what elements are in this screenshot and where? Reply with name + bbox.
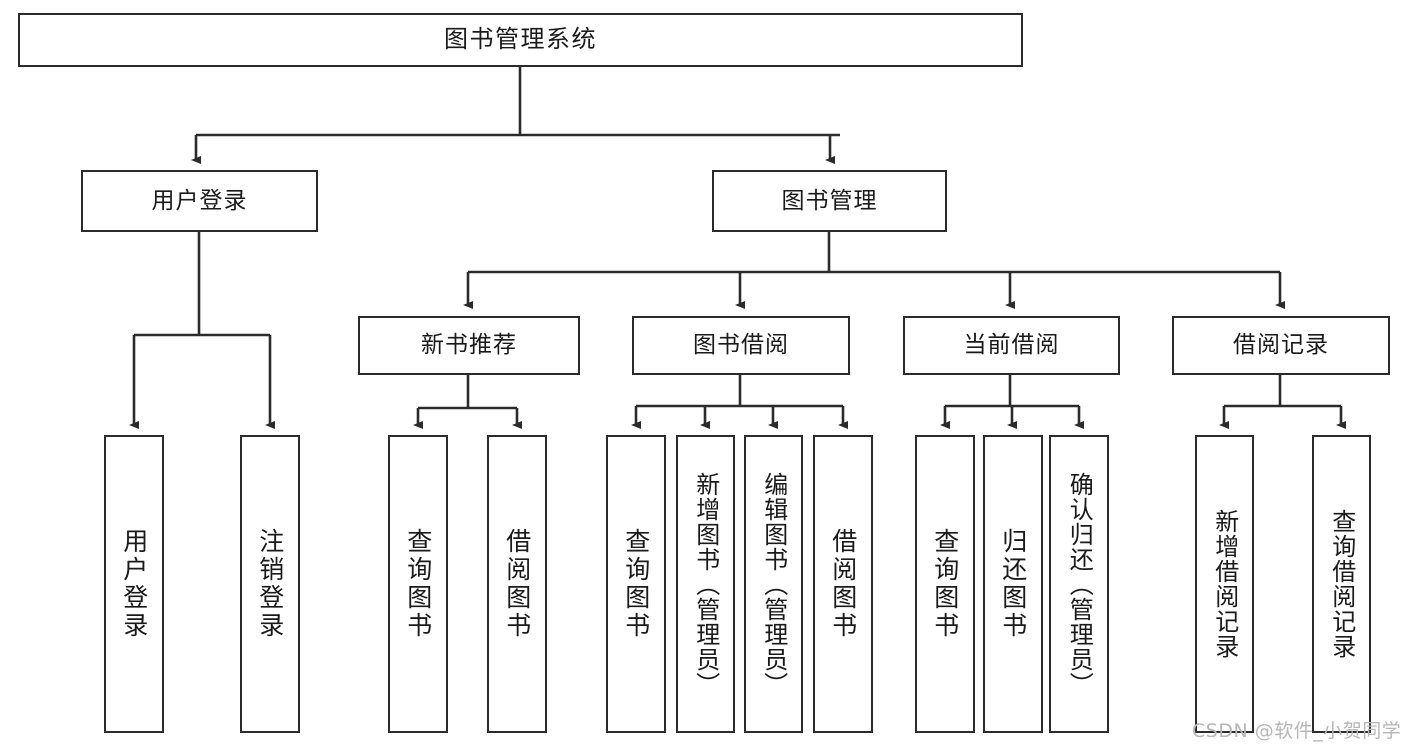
node-user-login-label: 用户登录 xyxy=(151,187,248,214)
leaf-user-login-logout[interactable]: 注销登录 xyxy=(240,435,300,733)
leaf-book-borrow-edit[interactable]: 编辑图书（管理员） xyxy=(744,435,803,733)
csdn-watermark: CSDN @软件_小贺同学 xyxy=(1192,720,1402,742)
leaf-label: 查询借阅记录 xyxy=(1327,509,1356,659)
node-root-label: 图书管理系统 xyxy=(444,25,597,54)
leaf-label: 查询图书 xyxy=(403,528,433,640)
leaf-new-book-borrow[interactable]: 借阅图书 xyxy=(487,435,547,733)
leaf-label: 编辑图书（管理员） xyxy=(759,471,788,697)
leaf-label: 新增借阅记录 xyxy=(1210,509,1239,659)
node-new-book-recommend-label: 新书推荐 xyxy=(421,332,517,359)
node-book-borrow-label: 图书借阅 xyxy=(693,332,789,359)
node-book-management[interactable]: 图书管理 xyxy=(712,170,947,232)
leaf-label: 注销登录 xyxy=(255,528,285,640)
leaf-borrow-record-add[interactable]: 新增借阅记录 xyxy=(1195,435,1254,733)
node-book-management-label: 图书管理 xyxy=(781,187,878,214)
node-current-borrow[interactable]: 当前借阅 xyxy=(903,316,1120,375)
leaf-current-borrow-confirm-return[interactable]: 确认归还（管理员） xyxy=(1049,435,1109,733)
node-user-login[interactable]: 用户登录 xyxy=(81,170,318,232)
node-current-borrow-label: 当前借阅 xyxy=(963,332,1060,359)
leaf-label: 新增图书（管理员） xyxy=(691,471,720,697)
node-new-book-recommend[interactable]: 新书推荐 xyxy=(358,316,580,375)
node-borrow-record[interactable]: 借阅记录 xyxy=(1172,316,1390,375)
leaf-book-borrow-query[interactable]: 查询图书 xyxy=(606,435,666,733)
leaf-new-book-query[interactable]: 查询图书 xyxy=(388,435,448,733)
node-root[interactable]: 图书管理系统 xyxy=(18,13,1023,67)
leaf-label: 用户登录 xyxy=(119,528,149,640)
leaf-label: 查询图书 xyxy=(930,528,960,640)
leaf-label: 借阅图书 xyxy=(502,528,532,640)
leaf-current-borrow-return[interactable]: 归还图书 xyxy=(983,435,1043,733)
leaf-user-login-login[interactable]: 用户登录 xyxy=(104,435,164,733)
leaf-book-borrow-borrow[interactable]: 借阅图书 xyxy=(813,435,873,733)
node-borrow-record-label: 借阅记录 xyxy=(1233,332,1329,359)
node-book-borrow[interactable]: 图书借阅 xyxy=(632,316,850,375)
leaf-current-borrow-query[interactable]: 查询图书 xyxy=(915,435,975,733)
leaf-label: 借阅图书 xyxy=(828,528,858,640)
leaf-borrow-record-query[interactable]: 查询借阅记录 xyxy=(1312,435,1371,733)
leaf-label: 查询图书 xyxy=(621,528,651,640)
leaf-label: 确认归还（管理员） xyxy=(1065,471,1094,697)
leaf-label: 归还图书 xyxy=(998,528,1028,640)
leaf-book-borrow-add[interactable]: 新增图书（管理员） xyxy=(676,435,735,733)
